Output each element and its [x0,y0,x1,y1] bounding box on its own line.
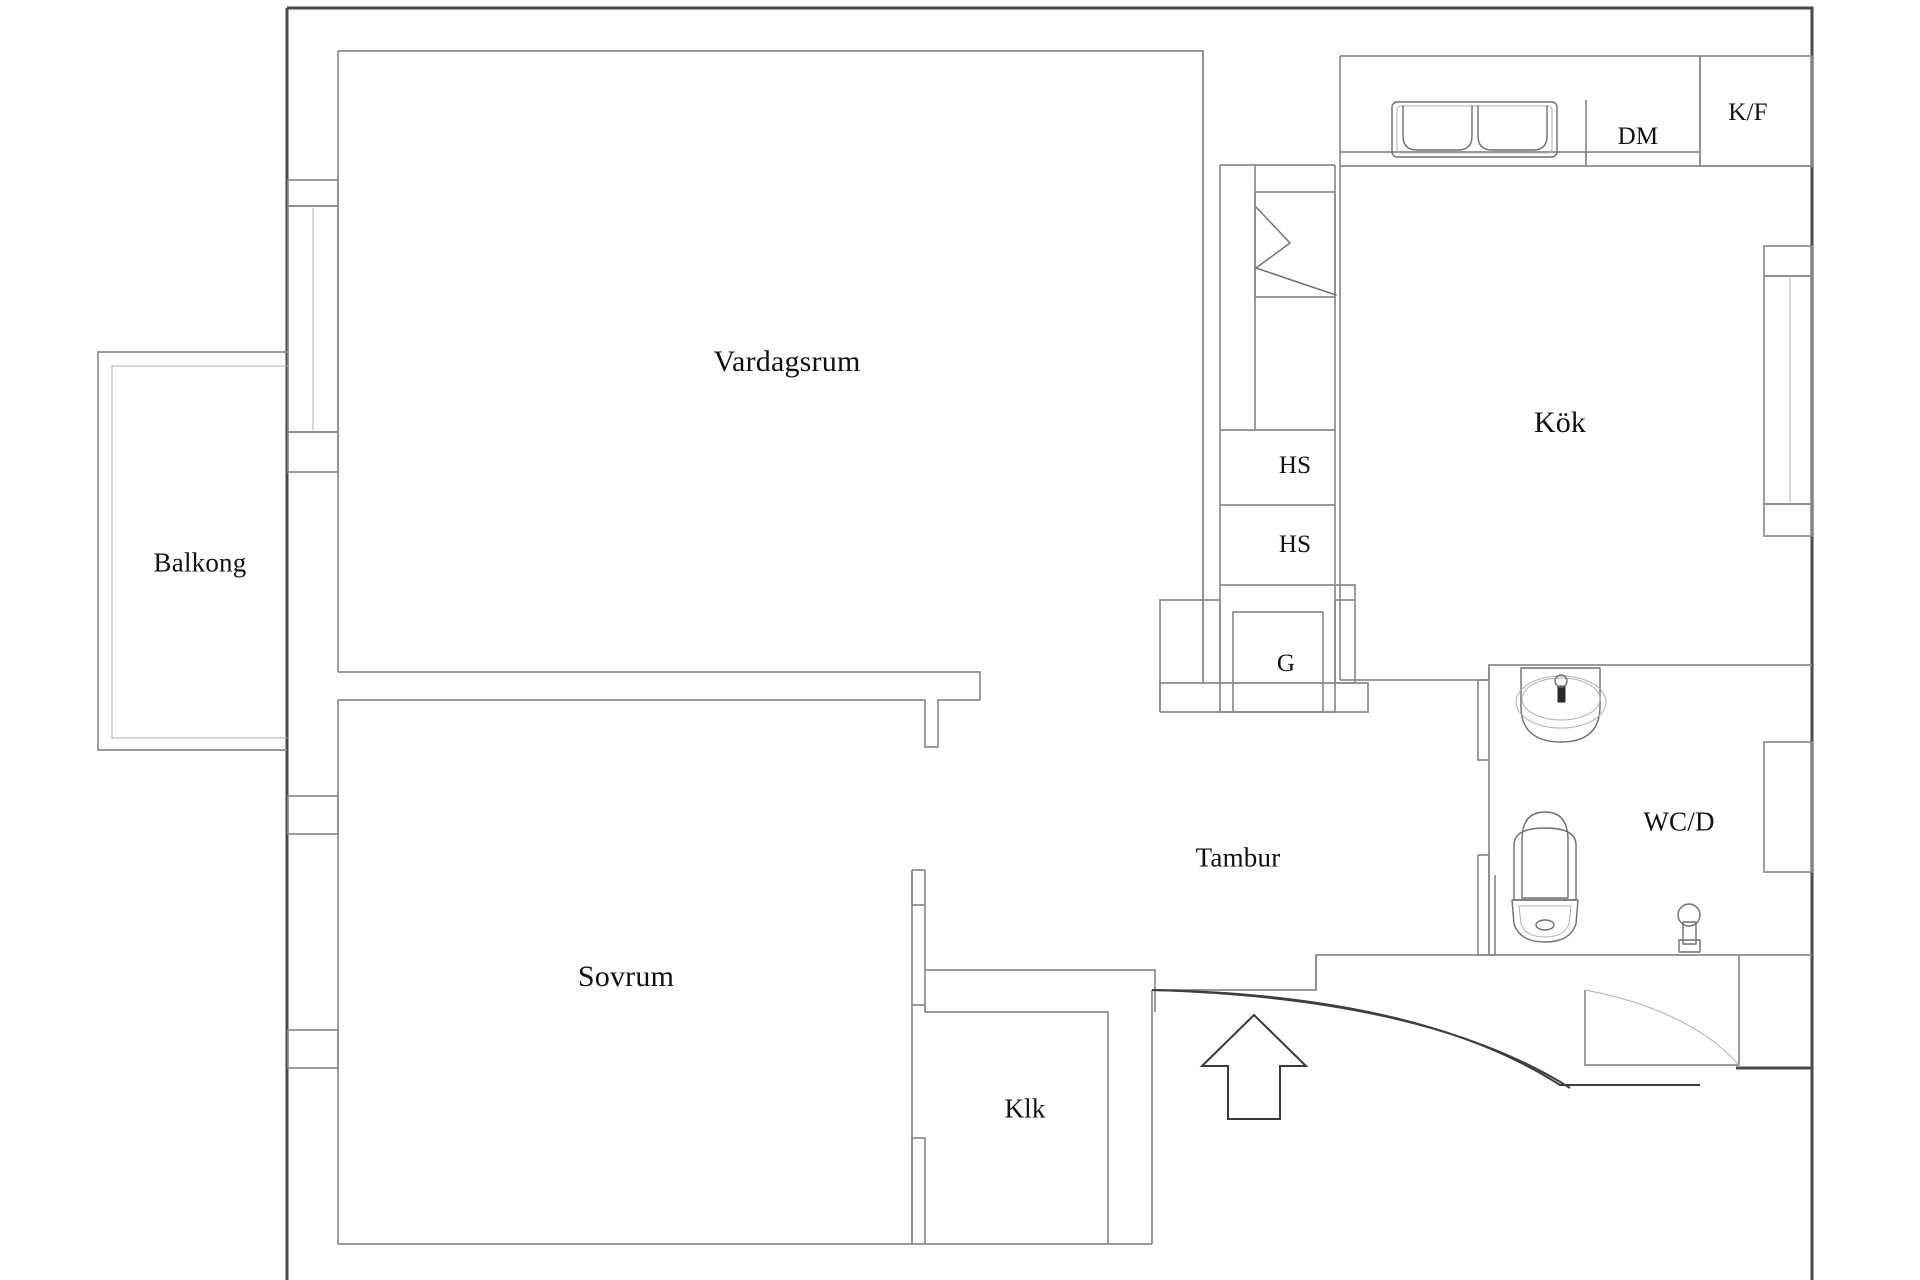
room-label-hs-upper: HS [1278,452,1312,479]
room-label-vardagsrum: Vardagsrum [713,345,861,378]
room-tambur-walls [1151,875,1496,1244]
room-label-kf: K/F [1728,99,1768,126]
room-label-hs-lower: HS [1278,531,1312,558]
exterior-walls [285,6,1814,1280]
shower-floor-drain [1677,903,1701,953]
room-label-tambur: Tambur [1195,842,1281,873]
bedroom-window [287,795,339,1069]
room-sovrum-walls [338,869,1156,1245]
interior-detail-lines [1159,51,1204,712]
corner-washbasin [1515,667,1607,743]
entry-door-swing [1151,955,1740,1089]
room-label-dm: DM [1617,123,1659,150]
closet-stack [1159,164,1369,713]
room-wc-walls [1477,679,1813,956]
room-label-garderob: G [1276,650,1296,677]
room-kok-walls [1339,55,1813,681]
balcony [97,351,288,751]
room-label-wc-d: WC/D [1643,806,1715,837]
kitchen-window [1763,245,1813,537]
entry-direction-arrow [1199,1013,1309,1120]
room-label-balkong: Balkong [153,547,247,578]
balcony-door [287,179,339,473]
double-bowl-sink [1391,101,1558,158]
toilet [1511,811,1579,943]
room-label-sovrum: Sovrum [577,960,675,993]
room-label-klk: Klk [1004,1093,1046,1124]
room-label-kok: Kök [1533,406,1587,439]
